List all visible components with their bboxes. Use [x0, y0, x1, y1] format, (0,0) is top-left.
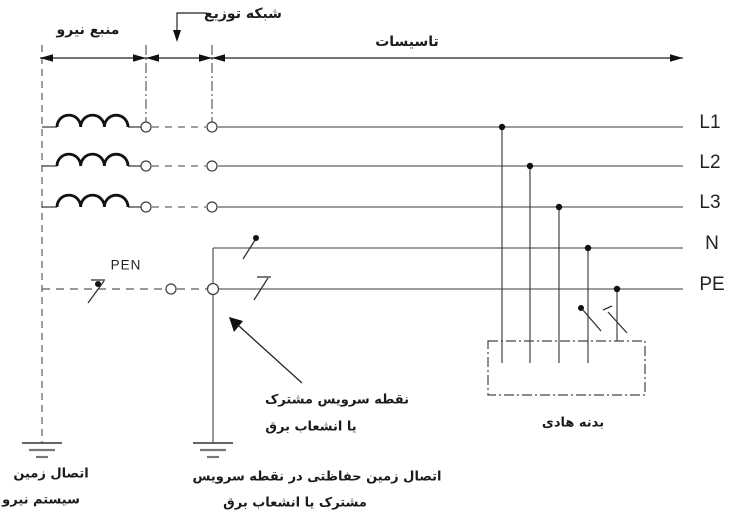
link-symbols	[87, 235, 628, 334]
equipment-tap-lines	[501, 127, 618, 363]
body-neutral-link-icon	[578, 305, 602, 332]
pen-link-icon	[87, 279, 105, 304]
phase-conductors	[213, 126, 683, 290]
source-earth-icon	[22, 442, 62, 459]
system-earth-note-line2: سیستم نیرو	[2, 492, 80, 508]
conductive-body-label: بدنه هادی	[541, 415, 605, 431]
source-winding-coils	[42, 113, 141, 208]
service-link-dashed	[152, 126, 206, 208]
protective-earth-label: PE	[699, 274, 725, 295]
service-point-leader-arrow	[229, 317, 303, 384]
phase-l1-label: L1	[699, 112, 721, 133]
service-point-junction	[206, 282, 220, 296]
distribution-leader-arrow	[173, 12, 207, 42]
phase-l3-label: L3	[699, 192, 721, 213]
pe-link-icon	[253, 276, 271, 301]
power-source-label: منبع نیرو	[56, 22, 120, 38]
service-earth-icon	[193, 442, 233, 459]
protective-earth-note-line1: اتصال زمین حفاظتی در نقطه سرویس	[192, 469, 442, 485]
coil-icon	[55, 113, 130, 208]
distribution-network-label: شبکه توزیع	[204, 6, 282, 22]
protective-earth-note-line2: مشترک یا انشعاب برق	[223, 495, 367, 511]
service-point-note-line2: یا انشعاب برق	[265, 419, 357, 435]
pen-conductor-label: PEN	[110, 257, 142, 273]
dimension-arrowheads	[40, 54, 683, 62]
terminal-circles	[140, 121, 220, 296]
conductive-body-box	[487, 340, 646, 396]
body-pe-link-icon	[602, 305, 628, 334]
tap-junction-dots	[498, 123, 621, 293]
dimension-line	[40, 54, 683, 62]
zone-boundary-lines	[41, 45, 213, 443]
system-earth-note-line1: اتصال زمین	[13, 466, 89, 482]
service-point-note-line1: نقطه سرویس مشترک	[264, 392, 410, 408]
neutral-label: N	[705, 233, 719, 254]
neutral-link-icon	[242, 235, 259, 260]
installation-label: تاسیسات	[375, 34, 439, 50]
phase-l2-label: L2	[699, 152, 721, 173]
